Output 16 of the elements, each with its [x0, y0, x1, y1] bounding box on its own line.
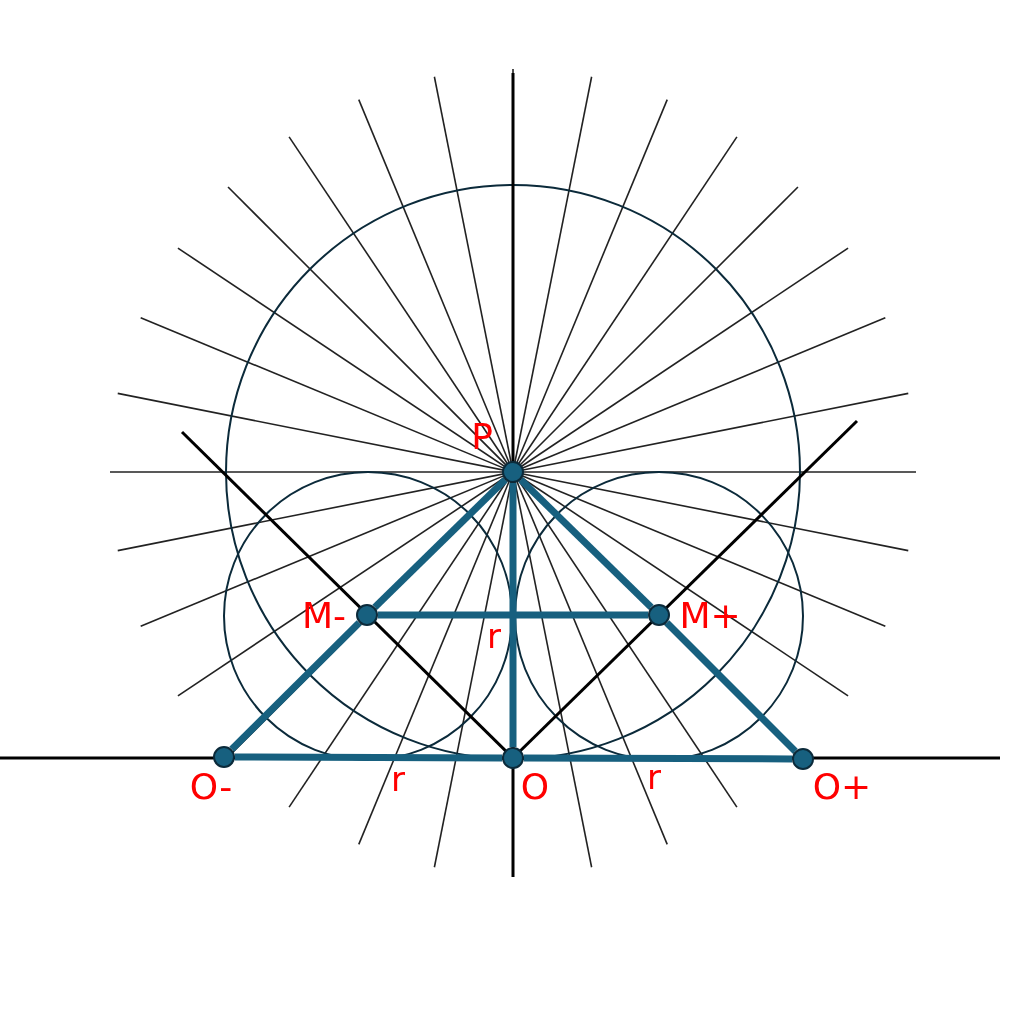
edge-label: r	[647, 760, 661, 794]
segment-line	[664, 620, 798, 754]
point-label: M+	[679, 598, 741, 634]
edge-label: r	[391, 762, 405, 796]
point-label: O	[520, 769, 550, 805]
segment-line	[229, 620, 362, 752]
segment-line	[509, 483, 517, 747]
segment-line	[518, 477, 654, 610]
point-label: O+	[812, 769, 872, 805]
point-label: M-	[301, 598, 347, 634]
length-label: r	[487, 619, 501, 653]
segment-line	[524, 754, 792, 763]
segment-line	[235, 753, 502, 762]
segment-line	[372, 477, 508, 610]
point-label: O-	[189, 769, 233, 805]
segment-line	[378, 611, 648, 619]
